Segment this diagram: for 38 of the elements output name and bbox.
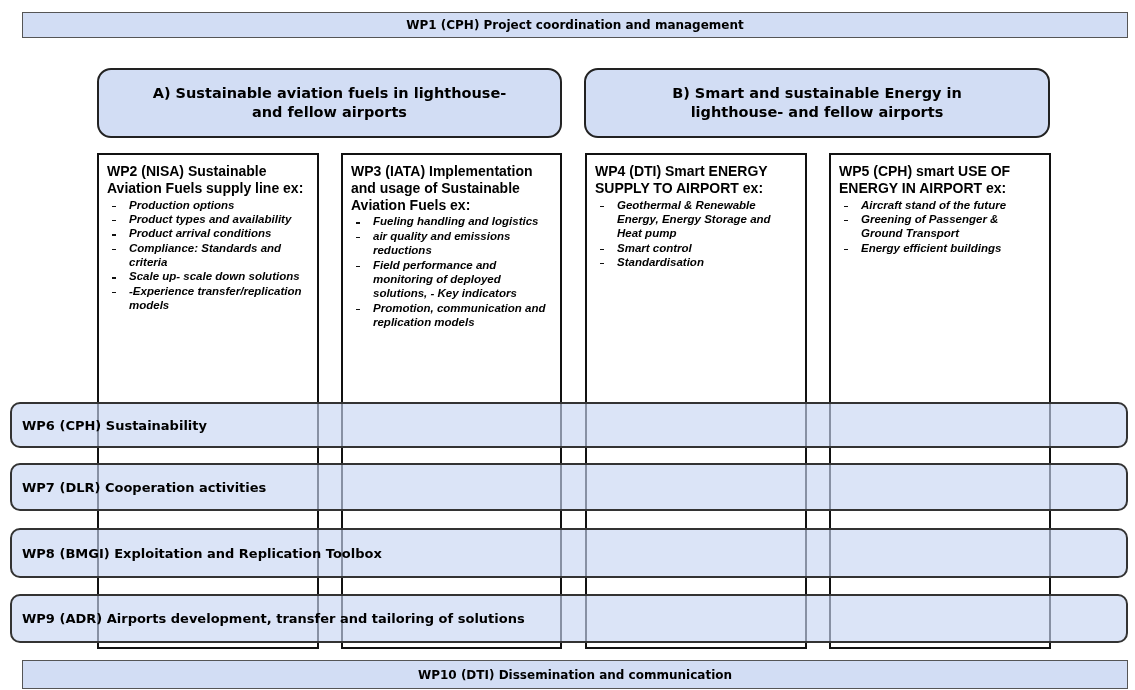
band-label: WP7 (DLR) Cooperation activities bbox=[22, 479, 267, 495]
bullet-item: Product types and availability bbox=[129, 212, 292, 225]
header-label: WP1 (CPH) Project coordination and management bbox=[406, 18, 744, 32]
work-package-column bbox=[829, 153, 1051, 649]
column-heading: WP4 (DTI) Smart ENERGY SUPPLY TO AIRPORT ex: bbox=[595, 163, 769, 197]
theme-header-box bbox=[584, 68, 1050, 138]
bullet-item: Production options bbox=[129, 198, 235, 211]
theme-header-box bbox=[97, 68, 562, 138]
bullet-item: Energy efficient buildings bbox=[861, 241, 1002, 254]
bullet-item: Promotion, communication and replication models bbox=[373, 301, 546, 328]
bullet-item: air quality and emissions reductions bbox=[373, 229, 511, 257]
work-package-band bbox=[10, 594, 1128, 643]
work-package-band bbox=[10, 463, 1128, 511]
bullet-item: Smart control bbox=[617, 241, 692, 254]
header-label: B) Smart and sustainable Energy in lighthouse- and fellow airports bbox=[671, 84, 963, 122]
bullet-item: -Experience transfer/replication models bbox=[129, 284, 302, 312]
work-package-bar bbox=[22, 660, 1128, 689]
bullet-item: Standardisation bbox=[617, 256, 704, 269]
work-package-bar bbox=[22, 12, 1128, 38]
band-label: WP6 (CPH) Sustainability bbox=[22, 417, 207, 433]
header-label: A) Sustainable aviation fuels in lighthouse- and fellow airports bbox=[151, 84, 508, 122]
work-package-band bbox=[10, 402, 1128, 448]
bullet-item: Geothermal & Renewable Energy, Energy Storage and Heat pump bbox=[617, 198, 771, 240]
column-heading: WP3 (IATA) Implementation and usage of Sustainable Aviation Fuels ex: bbox=[351, 163, 534, 214]
column-heading: WP2 (NISA) Sustainable Aviation Fuels supply line ex: bbox=[107, 163, 305, 197]
bullet-item: Compliance: Standards and criteria bbox=[129, 241, 282, 269]
band-label: WP8 (BMGI) Exploitation and Replication Toolbox bbox=[22, 545, 382, 561]
bullet-item: Greening of Passenger & Ground Transport bbox=[861, 212, 999, 240]
bullet-item: Fueling handling and logistics bbox=[373, 215, 539, 228]
work-package-column bbox=[585, 153, 807, 649]
bullet-item: Aircraft stand of the future bbox=[861, 198, 1007, 211]
bullet-item: Product arrival conditions bbox=[129, 227, 272, 240]
bullet-item: Scale up- scale down solutions bbox=[129, 270, 300, 283]
work-package-band bbox=[10, 528, 1128, 578]
bullet-item: Field performance and monitoring of deployed solutions, - Key indicators bbox=[373, 258, 517, 300]
column-heading: WP5 (CPH) smart USE OF ENERGY IN AIRPORT ex: bbox=[839, 163, 1012, 197]
band-label: WP9 (ADR) Airports development, transfer and tailoring of solutions bbox=[22, 611, 525, 626]
header-label: WP10 (DTI) Dissemination and communication bbox=[417, 667, 733, 682]
